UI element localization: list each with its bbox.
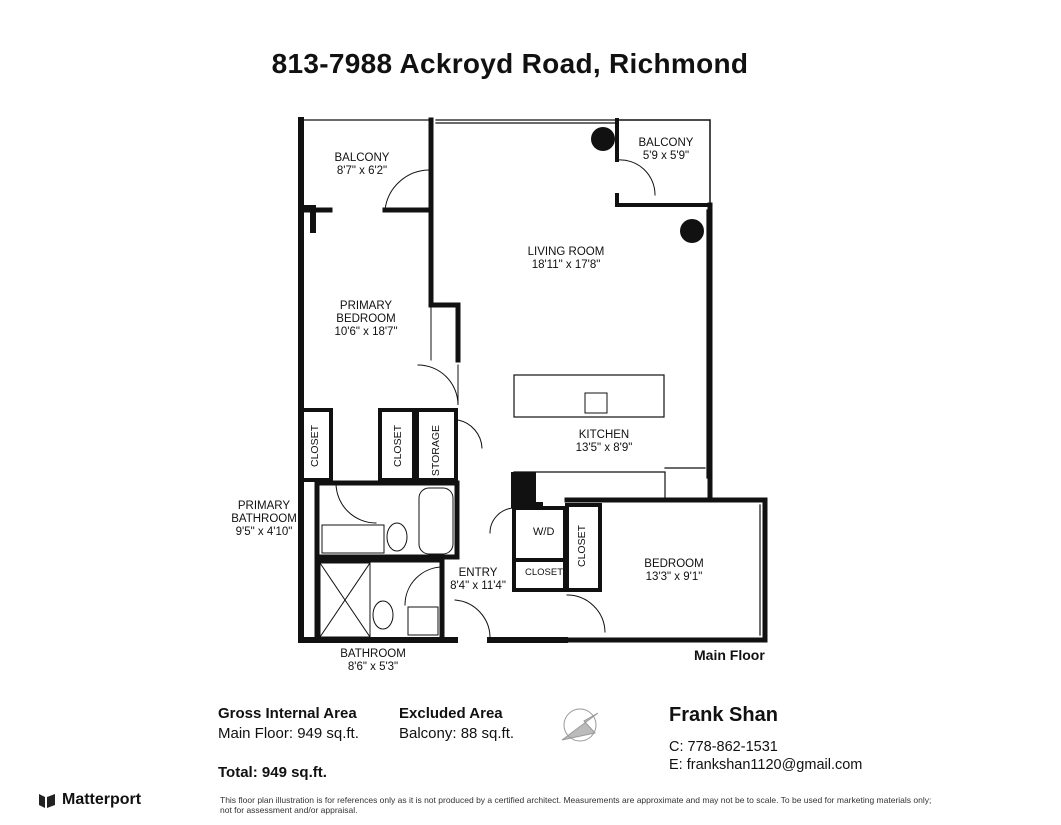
room-living: LIVING ROOM 18'11" x 17'8" xyxy=(528,246,605,272)
closet-label: CLOSET xyxy=(576,525,588,568)
room-primary-bedroom: PRIMARY BEDROOM 10'6" x 18'7" xyxy=(334,300,397,339)
column xyxy=(591,127,615,151)
gross-main: Main Floor: 949 sq.ft. xyxy=(218,725,359,742)
room-entry: ENTRY 8'4" x 11'4" xyxy=(450,567,506,593)
gross-area-block: Gross Internal Area Main Floor: 949 sq.f… xyxy=(218,705,359,742)
excluded-heading: Excluded Area xyxy=(399,705,503,722)
room-name: BATHROOM xyxy=(231,513,297,525)
room-primary-bathroom: PRIMARY BATHROOM 9'5" x 4'10" xyxy=(231,500,297,539)
closet-label: CLOSET xyxy=(525,567,564,578)
column xyxy=(680,219,704,243)
room-dims: 13'5" x 8'9" xyxy=(575,442,633,454)
washer-dryer-label: W/D xyxy=(533,526,555,538)
disclaimer-line: This floor plan illustration is for refe… xyxy=(220,795,932,805)
room-bedroom: BEDROOM 13'3" x 9'1" xyxy=(644,558,703,584)
room-dims: 13'3" x 9'1" xyxy=(645,571,703,583)
page-title: 813-7988 Ackroyd Road, Richmond xyxy=(271,48,749,79)
agent-name: Frank Shan xyxy=(669,704,778,726)
total-area: Total: 949 sq.ft. xyxy=(218,764,327,781)
room-name: ENTRY xyxy=(458,567,498,579)
room-dims: 10'6" x 18'7" xyxy=(334,326,398,338)
excluded-balcony: Balcony: 88 sq.ft. xyxy=(399,725,515,742)
fridge xyxy=(514,472,536,504)
room-name: BEDROOM xyxy=(336,313,396,325)
compass-icon xyxy=(561,708,599,742)
room-name: PRIMARY xyxy=(237,500,291,512)
room-name: PRIMARY xyxy=(339,300,393,312)
room-kitchen: KITCHEN 13'5" x 8'9" xyxy=(576,429,633,455)
room-dims: 5'9 x 5'9" xyxy=(642,150,690,162)
storage-label: STORAGE xyxy=(430,425,442,477)
closet-label: CLOSET xyxy=(309,425,321,468)
room-dims: 8'7" x 6'2" xyxy=(336,165,388,177)
room-name: LIVING ROOM xyxy=(527,246,605,258)
room-dims: 8'6" x 5'3" xyxy=(347,661,399,673)
room-name: BALCONY xyxy=(638,137,694,149)
room-dims: 8'4" x 11'4" xyxy=(450,580,506,592)
room-balcony2: BALCONY 5'9 x 5'9" xyxy=(639,137,694,163)
gross-heading: Gross Internal Area xyxy=(218,705,357,722)
room-dims: 18'11" x 17'8" xyxy=(531,259,601,271)
room-balcony1: BALCONY 8'7" x 6'2" xyxy=(335,152,390,178)
excluded-area-block: Excluded Area Balcony: 88 sq.ft. xyxy=(399,705,514,742)
floor-name: Main Floor xyxy=(694,647,765,663)
room-name: BATHROOM xyxy=(340,648,406,660)
brand-logo: Matterport xyxy=(38,791,141,809)
agent-email: E: frankshan1120@gmail.com xyxy=(669,757,863,773)
agent-phone: C: 778-862-1531 xyxy=(669,739,778,755)
room-bathroom: BATHROOM 8'6" x 5'3" xyxy=(340,648,406,674)
disclaimer: This floor plan illustration is for refe… xyxy=(220,795,1050,815)
closet-label: CLOSET xyxy=(392,425,404,468)
room-name: KITCHEN xyxy=(578,429,630,441)
matterport-icon xyxy=(39,794,55,808)
room-dims: 9'5" x 4'10" xyxy=(235,526,293,538)
room-name: BEDROOM xyxy=(644,558,704,570)
disclaimer-line: not for assessment and/or appraisal. xyxy=(220,805,358,815)
room-name: BALCONY xyxy=(334,152,390,164)
brand-name: Matterport xyxy=(62,791,142,808)
